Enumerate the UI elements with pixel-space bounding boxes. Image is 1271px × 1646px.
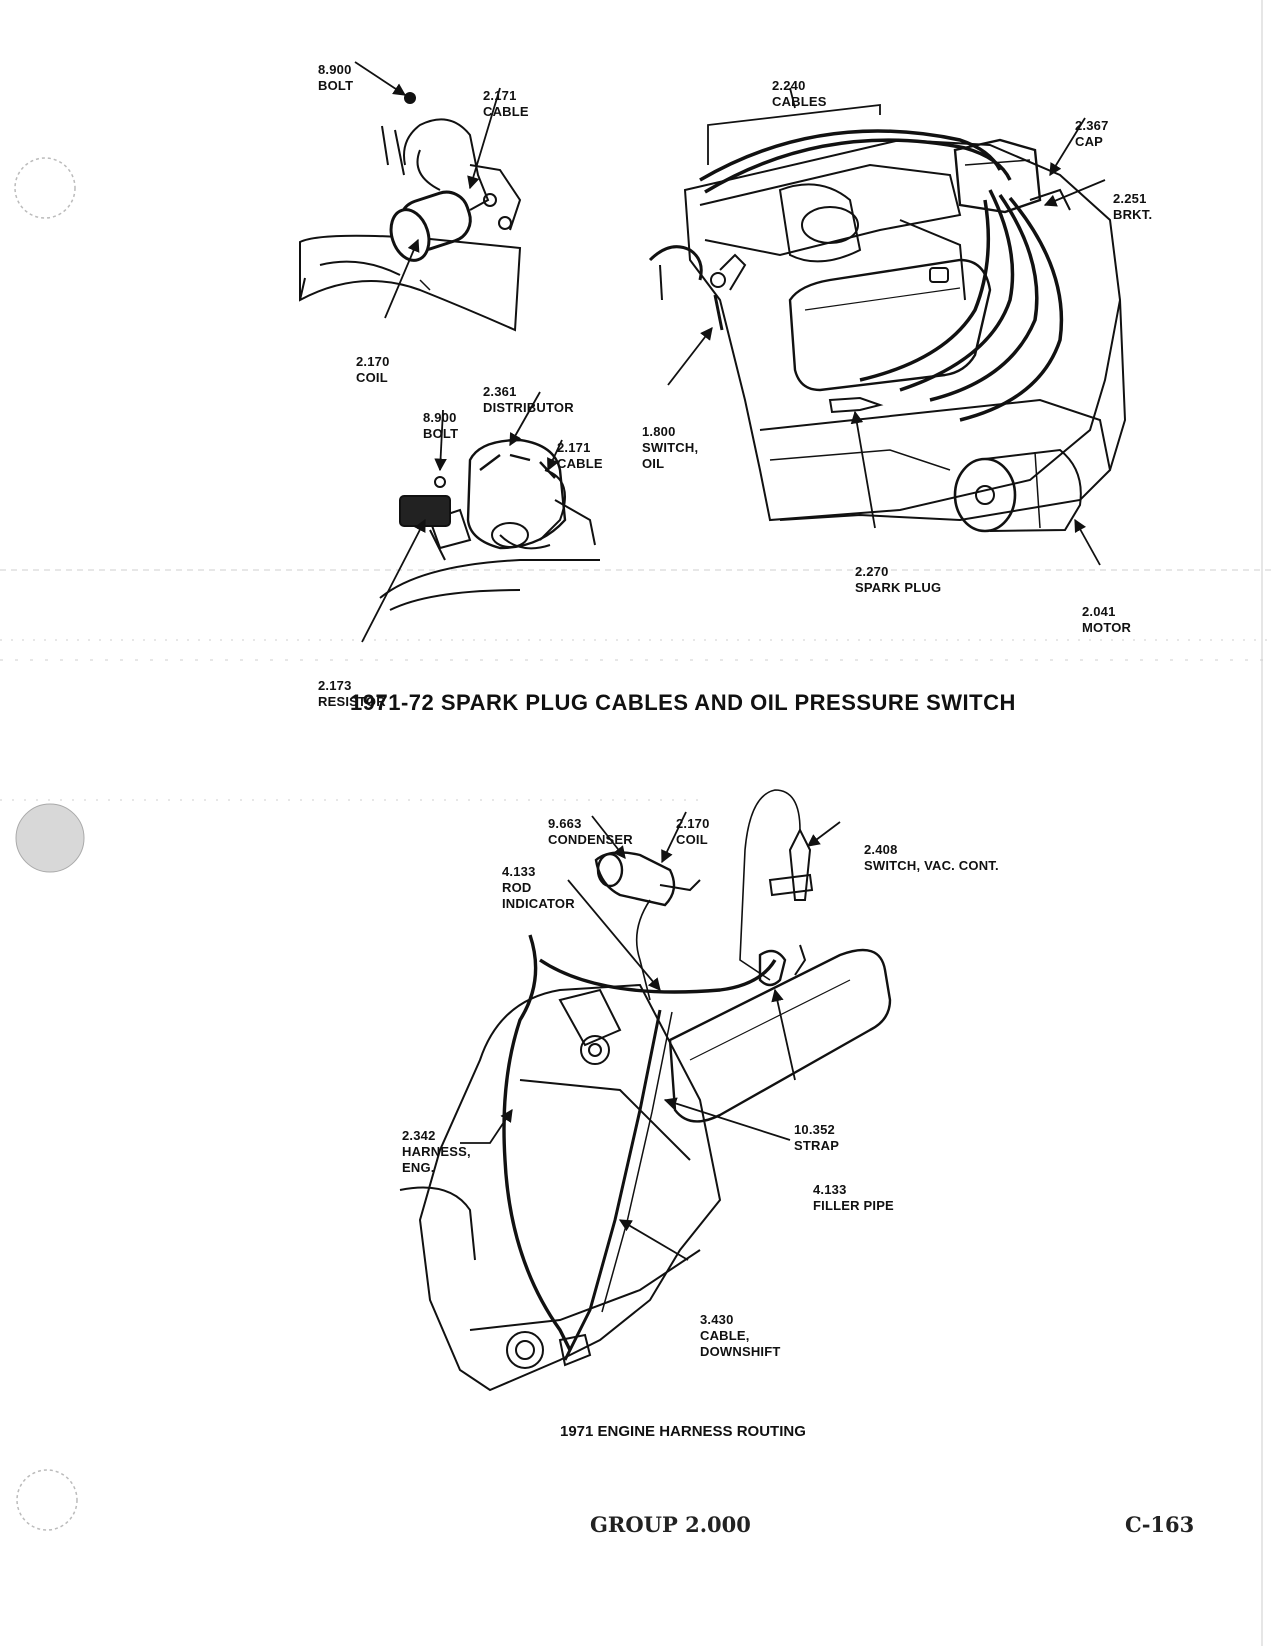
bottom-diagram-title: 1971 ENGINE HARNESS ROUTING: [560, 1423, 806, 1440]
punch-hole-middle: [15, 803, 85, 873]
top-diagram-title: 1971-72 SPARK PLUG CABLES AND OIL PRESSU…: [350, 690, 1016, 715]
scan-noise-band: [0, 569, 1271, 801]
footer-group-number: GROUP 2.000: [590, 1512, 751, 1537]
punch-hole-bottom: [16, 1469, 78, 1531]
engine-illustration: [648, 129, 1127, 533]
punch-hole-top: [14, 157, 76, 219]
footer-page-number: C-163: [1125, 1512, 1195, 1537]
coil-illustration: [299, 118, 522, 332]
distributor-illustration: [379, 438, 600, 611]
